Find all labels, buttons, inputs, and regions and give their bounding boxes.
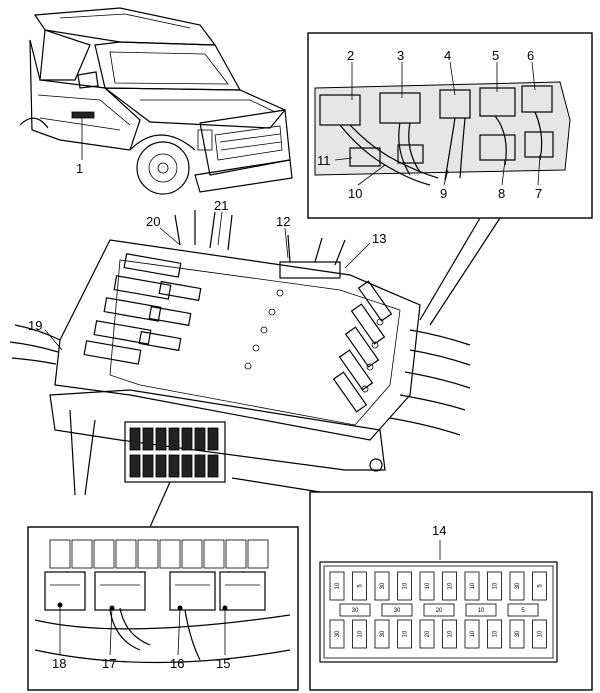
- middle-row-fuse-value: 10: [478, 608, 485, 614]
- bottom-row-fuse-value: 20: [425, 630, 431, 637]
- fuse-panel-inset: 14 10 5 30 10 10 10 10 10 30 5 30 30 20 10 5 30 10 30 10…: [309, 491, 593, 691]
- bottom-row-fuse-value: 30: [380, 630, 386, 637]
- top-row-fuse-value: 10: [335, 582, 341, 589]
- top-row-fuse: [509, 571, 525, 601]
- bottom-row-fuse: [464, 619, 480, 649]
- vehicle-illustration: [19, 7, 293, 195]
- bottom-row-fuse: [397, 619, 412, 649]
- top-row-fuse: [487, 571, 502, 601]
- bottom-row-fuse-value: 10: [493, 630, 499, 637]
- fuse-panel: [319, 561, 558, 663]
- top-row-fuse: [442, 571, 457, 601]
- top-row-fuse: [352, 571, 367, 601]
- middle-row-fuse: [465, 603, 497, 617]
- fuse-box-illustration: 20 21 12 13 19: [9, 198, 471, 496]
- top-row-fuse-value: 30: [515, 582, 521, 589]
- callout-14: 14: [432, 523, 446, 538]
- middle-row-fuse: [381, 603, 413, 617]
- top-row-fuse-value: 10: [493, 582, 499, 589]
- bottom-row-fuse: [487, 619, 502, 649]
- bottom-row-fuse: [532, 619, 547, 649]
- connector-inset: 2 3 4 5 6 11 10 9 8 7: [307, 32, 593, 219]
- bottom-row-fuse-value: 10: [403, 630, 409, 637]
- bottom-row-fuse-value: 30: [335, 630, 341, 637]
- middle-row-fuse: [507, 603, 539, 617]
- callout-8: 8: [498, 186, 505, 201]
- bottom-row-fuse-value: 10: [358, 630, 364, 637]
- callout-16: 16: [170, 656, 184, 671]
- top-row-fuse-value: 10: [470, 582, 476, 589]
- callout-7: 7: [535, 186, 542, 201]
- middle-row-fuse-value: 30: [352, 608, 359, 614]
- bottom-row-fuse-value: 10: [470, 630, 476, 637]
- callout-6: 6: [527, 48, 534, 63]
- bottom-row-fuse: [352, 619, 367, 649]
- bottom-row-fuse: [374, 619, 390, 649]
- bottom-row-fuse: [419, 619, 435, 649]
- callout-18: 18: [52, 656, 66, 671]
- callout-12: 12: [276, 214, 290, 229]
- top-row-fuse-value: 10: [448, 582, 454, 589]
- callout-13: 13: [372, 231, 386, 246]
- callout-20: 20: [146, 214, 160, 229]
- middle-row-fuse-value: 20: [436, 608, 443, 614]
- top-row-fuse-value: 10: [425, 582, 431, 589]
- top-row-fuse-value: 10: [403, 582, 409, 589]
- top-row-fuse: [419, 571, 435, 601]
- callout-11: 11: [317, 153, 331, 168]
- callout-3: 3: [397, 48, 404, 63]
- callout-2: 2: [347, 48, 354, 63]
- callout-19: 19: [28, 318, 42, 333]
- middle-row-fuse: [339, 603, 371, 617]
- top-row-fuse: [397, 571, 412, 601]
- middle-row-fuse-value: 5: [521, 608, 525, 614]
- bottom-row-fuse-value: 10: [448, 630, 454, 637]
- top-row-fuse-value: 30: [380, 582, 386, 589]
- bottom-row-fuse: [329, 619, 345, 649]
- callout-17: 17: [102, 656, 116, 671]
- bottom-row-fuse: [442, 619, 457, 649]
- middle-row-fuse: [423, 603, 455, 617]
- top-row-fuse: [374, 571, 390, 601]
- callout-4: 4: [444, 48, 451, 63]
- bottom-row-fuse-value: 30: [515, 630, 521, 637]
- top-row-fuse: [532, 571, 547, 601]
- top-row-fuse: [329, 571, 345, 601]
- bottom-row-fuse-value: 10: [538, 630, 544, 637]
- top-row-fuse-value: 5: [538, 584, 544, 588]
- callout-1: 1: [76, 161, 83, 176]
- top-row-fuse-value: 5: [358, 584, 364, 588]
- bottom-connector-inset: 18 17 16 15: [27, 526, 299, 691]
- bottom-row-fuse: [509, 619, 525, 649]
- callout-15: 15: [216, 656, 230, 671]
- callout-10: 10: [348, 186, 362, 201]
- callout-9: 9: [440, 186, 447, 201]
- callout-21: 21: [214, 198, 228, 213]
- middle-row-fuse-value: 30: [394, 608, 401, 614]
- top-row-fuse: [464, 571, 480, 601]
- callout-5: 5: [492, 48, 499, 63]
